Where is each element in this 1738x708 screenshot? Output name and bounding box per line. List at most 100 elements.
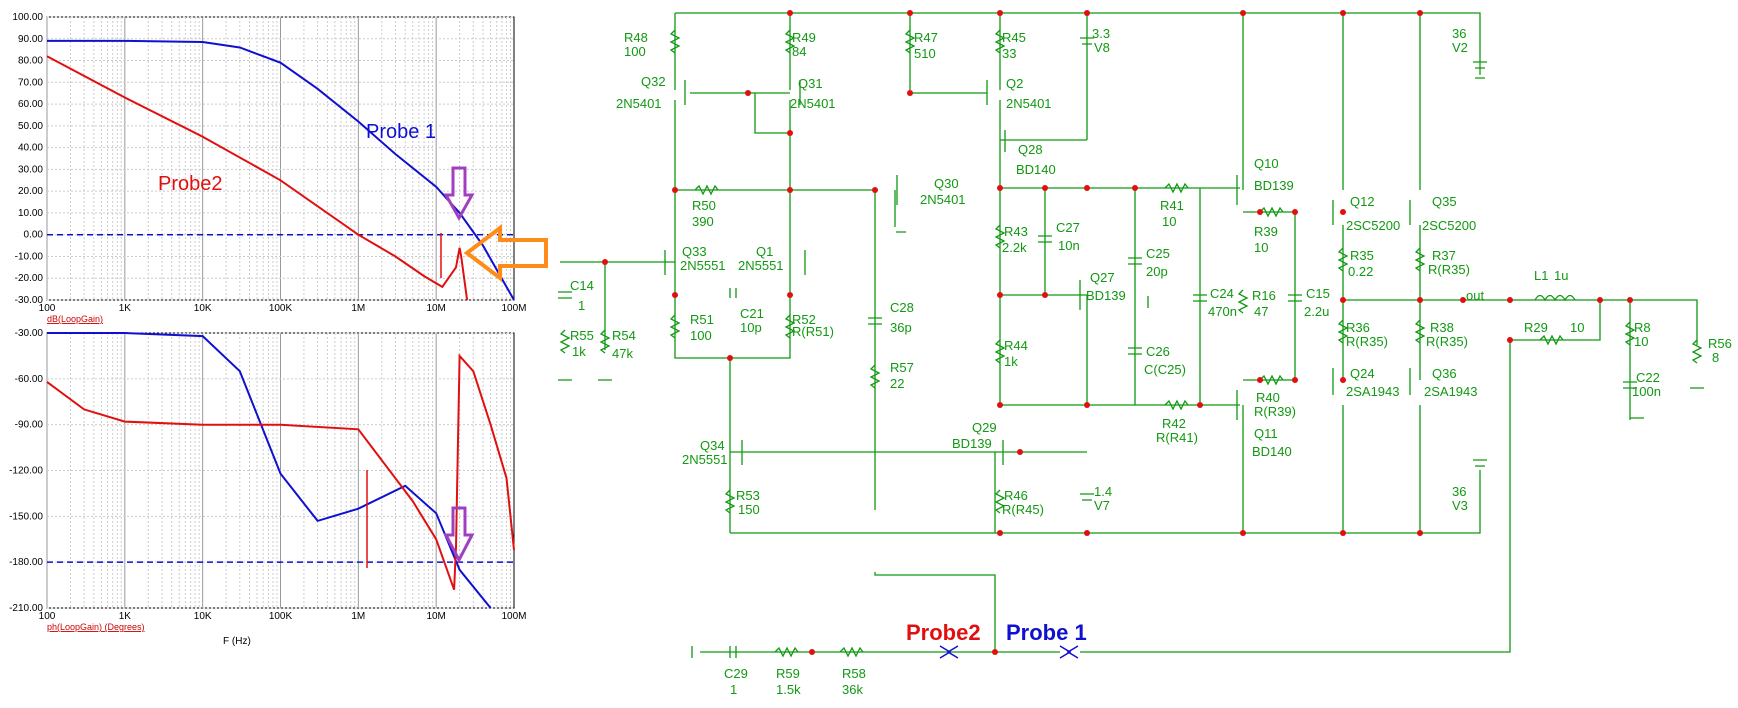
component-label: R35	[1350, 248, 1374, 263]
component-label: BD140	[1252, 444, 1292, 459]
component-label: 150	[738, 502, 760, 517]
positive-supply-rail	[675, 12, 1481, 75]
component-label: 2N5401	[790, 96, 836, 111]
battery-V7-symbol	[1080, 493, 1094, 501]
component-label: R16	[1252, 288, 1276, 303]
x-tick-label: 100K	[269, 303, 293, 314]
y-tick-label: 50.00	[18, 121, 43, 132]
component-label: 20p	[1146, 264, 1168, 279]
x-tick-label: 1K	[119, 611, 132, 622]
component-label: L1	[1534, 268, 1548, 283]
component-label: 100	[690, 328, 712, 343]
component-label: R53	[736, 488, 760, 503]
x-tick-label: 1M	[351, 611, 365, 622]
frequency-axis-label: F (Hz)	[223, 636, 251, 647]
component-label: R56	[1708, 336, 1732, 351]
purple-down-arrow-icon	[443, 506, 475, 564]
component-label: 1u	[1554, 268, 1568, 283]
component-label: R(R51)	[792, 324, 834, 339]
component-label: R55	[570, 328, 594, 343]
component-label: 36k	[842, 682, 863, 697]
component-label: Q32	[641, 74, 666, 89]
magnitude-trace-label: dB(LoopGain)	[47, 314, 103, 324]
phase-y-ticks: -30.00-60.00-90.00-120.00-150.00-180.00-…	[9, 328, 43, 614]
component-label: R54	[612, 328, 636, 343]
resistor-R53-symbol	[724, 489, 736, 514]
component-label: V3	[1452, 498, 1468, 513]
component-label: 2N5401	[616, 96, 662, 111]
component-label: Q27	[1090, 270, 1115, 285]
component-label: V7	[1094, 498, 1110, 513]
component-label: 2SA1943	[1346, 384, 1400, 399]
component-label: Q34	[700, 438, 725, 453]
component-label: 2N5551	[682, 452, 728, 467]
component-label: Q11	[1254, 426, 1278, 441]
resistor-R48-symbol	[669, 29, 681, 54]
junction-dots	[602, 10, 1633, 655]
capacitor-C27-symbol	[1038, 235, 1052, 243]
resistor-R39-symbol	[1259, 206, 1284, 218]
top-branch-wires	[674, 13, 1088, 140]
component-label: 2SA1943	[1424, 384, 1478, 399]
component-label: Q29	[972, 420, 997, 435]
resistor-R59-symbol	[774, 646, 799, 658]
resistor-R46-symbol	[994, 489, 1006, 514]
component-label: C15	[1306, 286, 1330, 301]
component-label: BD139	[1086, 288, 1126, 303]
component-label: 2N5401	[920, 192, 966, 207]
component-label: 1k	[572, 344, 586, 359]
component-label: Q2	[1006, 76, 1023, 91]
resistor-R57-symbol	[869, 364, 881, 389]
probe1-phase-curve	[47, 332, 492, 609]
y-tick-label: 20.00	[18, 186, 43, 197]
resistor-R16-symbol	[1237, 289, 1249, 314]
mirror-base-wires	[690, 92, 987, 134]
component-labels: R48100R4984R47510R45333.3V836V2Q322N5401…	[570, 26, 1732, 697]
component-label: R52	[792, 312, 816, 327]
x-tick-label: 10M	[426, 303, 445, 314]
component-label: R(R35)	[1426, 334, 1468, 349]
capacitor-C14-symbol	[558, 291, 572, 299]
component-label: 33	[1002, 46, 1016, 61]
resistor-R56-symbol	[1691, 339, 1703, 364]
resistor-R37-symbol	[1414, 247, 1426, 272]
resistor-R58-symbol	[839, 646, 864, 658]
resistor-R8-symbol	[1624, 321, 1636, 346]
component-label: 1	[578, 298, 585, 313]
component-label: R40	[1256, 390, 1280, 405]
component-label: 1.4	[1094, 484, 1112, 499]
component-label: Q30	[934, 176, 959, 191]
amplifier-schematic	[558, 12, 1704, 658]
y-tick-label: -120.00	[9, 466, 43, 477]
component-label: 510	[914, 46, 936, 61]
component-label: BD139	[1254, 178, 1294, 193]
y-tick-label: 60.00	[18, 99, 43, 110]
component-label: R39	[1254, 224, 1278, 239]
component-label: 0.22	[1348, 264, 1373, 279]
y-tick-label: 70.00	[18, 77, 43, 88]
y-tick-label: 10.00	[18, 208, 43, 219]
component-label: R8	[1634, 320, 1651, 335]
component-label: R(R45)	[1002, 502, 1044, 517]
probe2-magnitude-curve	[46, 55, 469, 301]
component-label: R(R41)	[1156, 430, 1198, 445]
component-label: R36	[1346, 320, 1370, 335]
component-label: 47k	[612, 346, 633, 361]
probe1-magnitude-label: Probe 1	[366, 121, 436, 143]
magnitude-plot: 100.0090.0080.0070.0060.0050.0040.0030.0…	[12, 12, 548, 324]
y-tick-label: -150.00	[9, 511, 43, 522]
component-label: C21	[740, 306, 764, 321]
component-label: 1.5k	[776, 682, 801, 697]
x-tick-label: 10K	[194, 303, 212, 314]
component-label: R29	[1524, 320, 1548, 335]
transistor-base-bars	[664, 80, 1411, 465]
battery-V8-symbol	[1080, 37, 1094, 45]
component-label: R48	[624, 30, 648, 45]
y-tick-label: 90.00	[18, 34, 43, 45]
phase-grid	[46, 332, 514, 609]
x-tick-label: 100K	[269, 611, 293, 622]
component-label: 10p	[740, 320, 762, 335]
resistor-R50-symbol	[694, 184, 719, 196]
